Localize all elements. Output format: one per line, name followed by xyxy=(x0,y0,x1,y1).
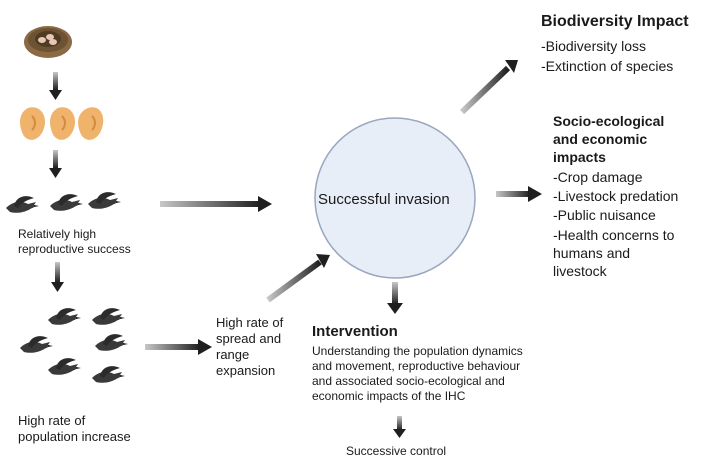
biodiversity-item: -Extinction of species xyxy=(541,58,674,74)
socio-item: -Livestock predation xyxy=(553,188,679,204)
spread-label: High rate of spread and range expansion xyxy=(216,315,284,378)
reproduction-label: Relatively high reproductive success xyxy=(18,227,131,256)
socio-item: -Health concerns to humans and livestock xyxy=(553,227,675,279)
bird-icon xyxy=(6,192,121,213)
arrow-to-spread xyxy=(145,339,212,355)
arrow-to-socio xyxy=(496,186,542,202)
biodiversity-title: Biodiversity Impact xyxy=(541,13,689,30)
arrow-to-biodiversity xyxy=(459,60,518,115)
biodiversity-item: -Biodiversity loss xyxy=(541,38,647,54)
socio-title: Socio-ecological and economic impacts xyxy=(553,113,665,165)
nest-icon xyxy=(24,26,72,58)
population-label: High rate of population increase xyxy=(18,413,131,444)
intervention-title: Intervention xyxy=(312,323,398,340)
intervention-body: Understanding the population dynamics an… xyxy=(312,344,523,403)
arrow-to-invasion xyxy=(160,196,272,212)
arrow-embryos-to-birds xyxy=(49,150,62,178)
control-label: Successive control xyxy=(346,444,447,458)
socio-item: -Public nuisance xyxy=(553,207,656,223)
arrow-to-control xyxy=(393,416,406,438)
socio-item: -Crop damage xyxy=(553,169,643,185)
arrow-spread-to-invasion xyxy=(266,254,330,303)
bird-flock-icon xyxy=(20,308,128,383)
arrow-birds-to-flock xyxy=(51,262,64,292)
arrow-to-intervention xyxy=(387,282,403,314)
invasion-label: Successful invasion xyxy=(318,191,450,208)
arrow-nest-to-embryos xyxy=(49,72,62,100)
invasion-circle xyxy=(314,117,476,279)
embryo-icon xyxy=(20,107,104,140)
